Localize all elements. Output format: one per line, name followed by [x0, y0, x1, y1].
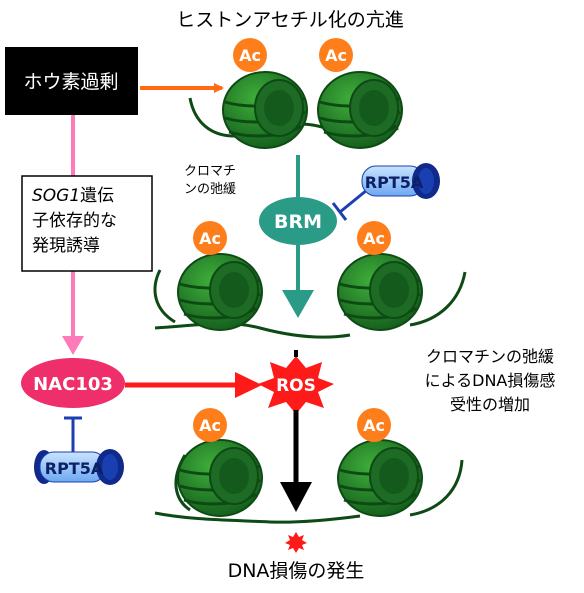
ac-label: Ac	[239, 46, 261, 65]
red-arrowhead	[235, 372, 262, 398]
rpt5a-top-node	[361, 163, 440, 199]
rpt5a-top-inhibit-line	[339, 188, 368, 214]
sog1-box	[21, 175, 153, 272]
rpt5a-top-label: RPT5A	[365, 173, 424, 192]
ac-label: Ac	[363, 229, 385, 248]
sensitivity-line2: によるDNA損傷感	[425, 371, 556, 390]
sog1-line3: 発現誘導	[32, 236, 100, 256]
brm-node	[259, 197, 337, 245]
nac103-label: NAC103	[33, 374, 113, 395]
ros-label: ROS	[276, 376, 316, 396]
ac-label: Ac	[363, 416, 385, 435]
pink-arrowhead	[62, 336, 84, 355]
boron-box	[5, 47, 138, 115]
title-text: ヒストンアセチル化の亢進	[176, 9, 404, 31]
rpt5a-bottom-label: RPT5A	[45, 459, 104, 478]
black-arrowhead	[280, 482, 312, 512]
sog1-line1: SOG1遺伝	[32, 186, 114, 206]
middle-chromatin: Ac Ac	[153, 221, 467, 339]
sog1-line2: 子依存的な	[32, 211, 117, 231]
teal-arrowhead	[282, 290, 314, 318]
chromatin-relax-small-line2: ンの弛緩	[184, 182, 236, 197]
sensitivity-line3: 受性の増加	[450, 395, 530, 414]
nac103-node	[21, 358, 125, 408]
brm-label: BRM	[274, 211, 322, 233]
sensitivity-line1: クロマチンの弛緩	[426, 347, 554, 366]
ac-label: Ac	[325, 46, 347, 65]
dna-damage-spot	[285, 532, 307, 553]
bottom-label: DNA損傷の発生	[228, 560, 365, 582]
boron-label: ホウ素過剰	[23, 71, 118, 93]
rpt5a-bottom-node	[34, 449, 124, 485]
sog1-italic: SOG1	[32, 186, 80, 206]
ac-label: Ac	[199, 416, 221, 435]
rpt5a-top-inhibit-bar	[331, 202, 348, 221]
ros-burst	[258, 356, 334, 414]
ac-label: Ac	[199, 229, 221, 248]
chromatin-relax-small-line1: クロマチ	[184, 164, 236, 179]
bottom-chromatin: Ac Ac	[154, 408, 464, 524]
sog1-rest: 遺伝	[80, 186, 114, 206]
top-chromatin: Ac Ac	[188, 38, 404, 150]
